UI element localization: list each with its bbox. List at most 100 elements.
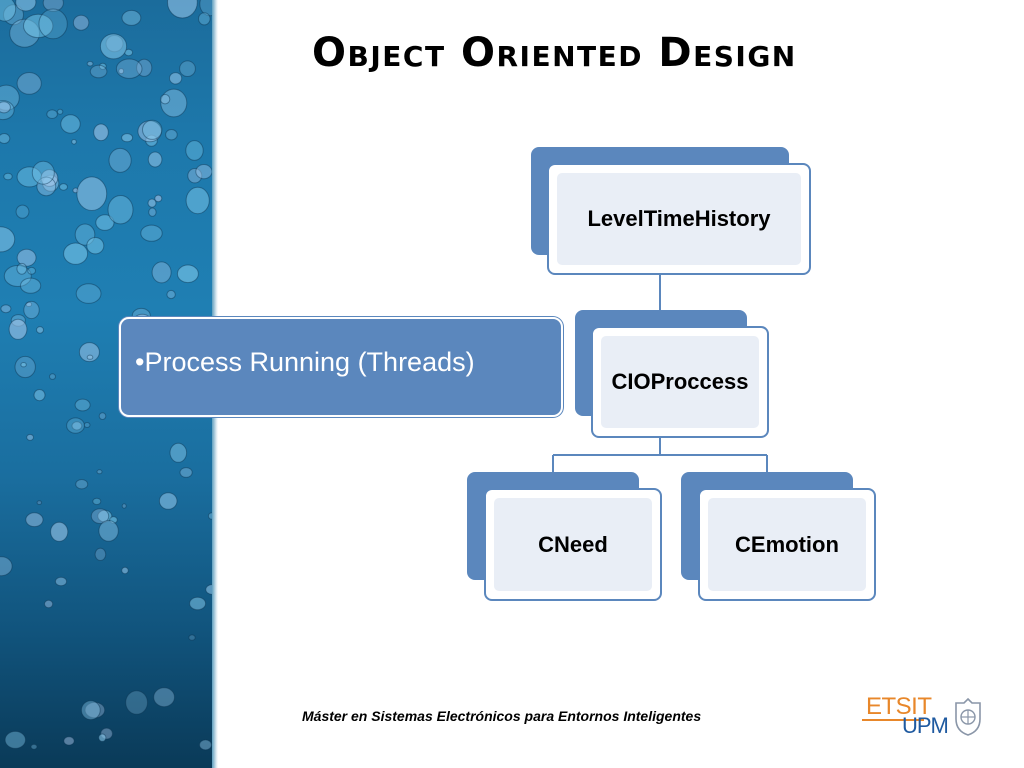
bubbles-graphic	[0, 0, 215, 751]
bubble	[188, 634, 196, 641]
bubble	[94, 547, 107, 562]
bubble	[3, 172, 13, 181]
bubble	[166, 289, 176, 300]
bubble	[147, 198, 157, 208]
crest-icon	[955, 697, 981, 736]
bubble	[176, 264, 199, 284]
bubble	[75, 479, 89, 490]
bubble	[33, 389, 46, 402]
bubble	[99, 33, 128, 60]
bubble	[14, 355, 36, 379]
node-cneed: CNeed	[484, 488, 662, 601]
bubble	[121, 503, 127, 509]
bubble	[76, 176, 108, 211]
bubble	[3, 265, 32, 287]
bubble	[0, 0, 17, 22]
bubble	[98, 733, 107, 742]
bubble	[66, 417, 85, 434]
bubble	[185, 186, 210, 215]
bubble	[25, 512, 44, 528]
bubble	[0, 133, 11, 144]
bubble	[23, 300, 40, 320]
bubble	[96, 469, 103, 475]
bubble	[125, 690, 149, 715]
bubble	[148, 207, 157, 217]
bubble	[54, 576, 68, 587]
bubble	[0, 304, 12, 314]
bubble	[60, 114, 81, 134]
bubble	[165, 129, 178, 141]
callout-box: •Process Running (Threads)	[119, 317, 563, 417]
bubble	[169, 72, 183, 85]
bubble	[31, 160, 55, 185]
bubble	[75, 283, 102, 304]
bubble	[92, 497, 102, 506]
etsit-upm-logo: ETSIT UPM	[862, 693, 988, 745]
bubble	[16, 248, 37, 267]
bubble	[0, 226, 16, 253]
node-label-cio: CIOProccess	[611, 369, 749, 394]
bubble	[84, 701, 106, 719]
node-leveltimehistory: LevelTimeHistory	[547, 163, 811, 275]
bubble	[74, 398, 91, 412]
bubble	[108, 147, 132, 173]
node-label-need: CNeed	[538, 531, 608, 557]
bubble	[169, 442, 188, 463]
bubble	[198, 12, 211, 26]
bubble	[185, 140, 204, 161]
bubble	[95, 214, 115, 231]
logo-upm-text: UPM	[902, 713, 949, 738]
bubble	[0, 84, 20, 111]
node-inner-need	[494, 498, 652, 591]
bubble	[159, 94, 171, 105]
footer-text: Máster en Sistemas Electrónicos para Ent…	[302, 708, 702, 724]
bubble	[142, 119, 163, 140]
bubble	[8, 318, 28, 340]
callout-text: •Process Running (Threads)	[135, 347, 475, 377]
bubble	[0, 556, 13, 577]
node-inner-level	[557, 173, 801, 265]
bubble	[93, 123, 109, 142]
bubble	[36, 176, 57, 197]
bubble	[16, 72, 42, 95]
bubble	[71, 139, 77, 145]
bubble	[42, 0, 64, 12]
bubble	[23, 13, 54, 39]
bubble	[36, 326, 44, 334]
bubble	[167, 0, 198, 19]
bubble	[179, 60, 196, 77]
bubble	[38, 8, 68, 40]
bubble	[121, 566, 129, 575]
bubble	[98, 412, 107, 421]
bubble	[121, 133, 134, 143]
bubble	[0, 100, 15, 121]
bubble	[179, 467, 193, 478]
node-label-emotion: CEmotion	[735, 531, 839, 557]
bubble	[16, 262, 28, 275]
slide-title: Object Oriented Design	[312, 30, 797, 76]
bubble	[36, 500, 42, 506]
bubble	[153, 687, 176, 708]
bubble	[0, 101, 11, 114]
bubble	[20, 277, 42, 294]
bubble	[98, 62, 107, 70]
bubble	[98, 520, 119, 542]
bubble	[107, 195, 134, 225]
bubble	[20, 362, 27, 368]
bubble	[160, 88, 188, 118]
bubble	[56, 108, 64, 115]
bubble	[121, 9, 142, 26]
bubble	[30, 743, 38, 750]
node-inner-emotion	[708, 498, 866, 591]
bubble	[136, 58, 153, 77]
bubble	[27, 266, 37, 275]
node-cemotion: CEmotion	[698, 488, 876, 601]
bubble	[199, 0, 215, 17]
bubble	[151, 261, 172, 284]
bubble	[97, 509, 113, 523]
bubble	[195, 164, 213, 180]
bubble	[118, 68, 125, 75]
bubble	[158, 492, 178, 510]
